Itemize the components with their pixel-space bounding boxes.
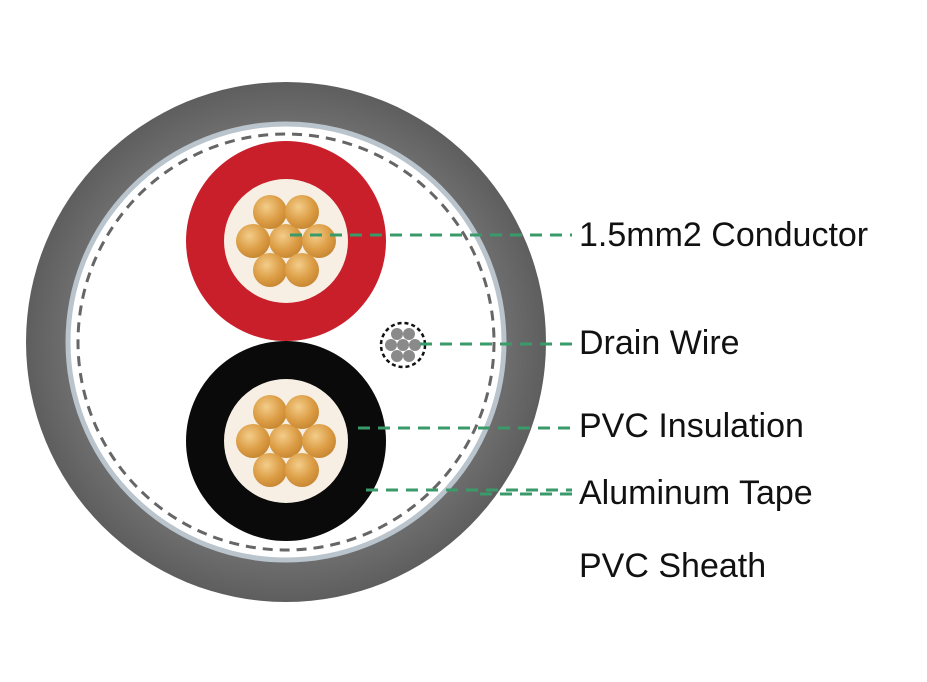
drain-wire-strand [391,328,403,340]
label-conductor: 1.5mm2 Conductor [579,216,869,254]
red-conductor-strand [285,195,319,229]
black-conductor-strand [236,424,270,458]
label-drain-wire: Drain Wire [579,324,740,362]
aluminum-tape-dashed-edge [76,132,496,552]
black-conductor-strand [253,453,287,487]
drain-wire-strand [409,339,421,351]
red-core [186,141,386,341]
drain-wire-strand [385,339,397,351]
black-conductor-strand [302,424,336,458]
red-conductor-strand [236,224,270,258]
black-conductor-strand [253,395,287,429]
red-conductor-strand [302,224,336,258]
drain-wire [379,321,427,369]
drain-wire-strand [397,339,409,351]
label-pvc-insulation: PVC Insulation [579,407,804,445]
black-conductor-strand [285,395,319,429]
red-conductor-strand [285,253,319,287]
red-conductor-strand [253,195,287,229]
black-core [186,341,386,541]
label-aluminum-tape: Aluminum Tape [579,474,813,512]
label-pvc-sheath: PVC Sheath [579,547,767,585]
drain-wire-strand [403,328,415,340]
drain-wire-strand [403,350,415,362]
red-conductor-strand-center [269,224,303,258]
drain-wire-strand [391,350,403,362]
black-conductor-strand [285,453,319,487]
black-conductor-strand-center [269,424,303,458]
red-conductor-strand [253,253,287,287]
